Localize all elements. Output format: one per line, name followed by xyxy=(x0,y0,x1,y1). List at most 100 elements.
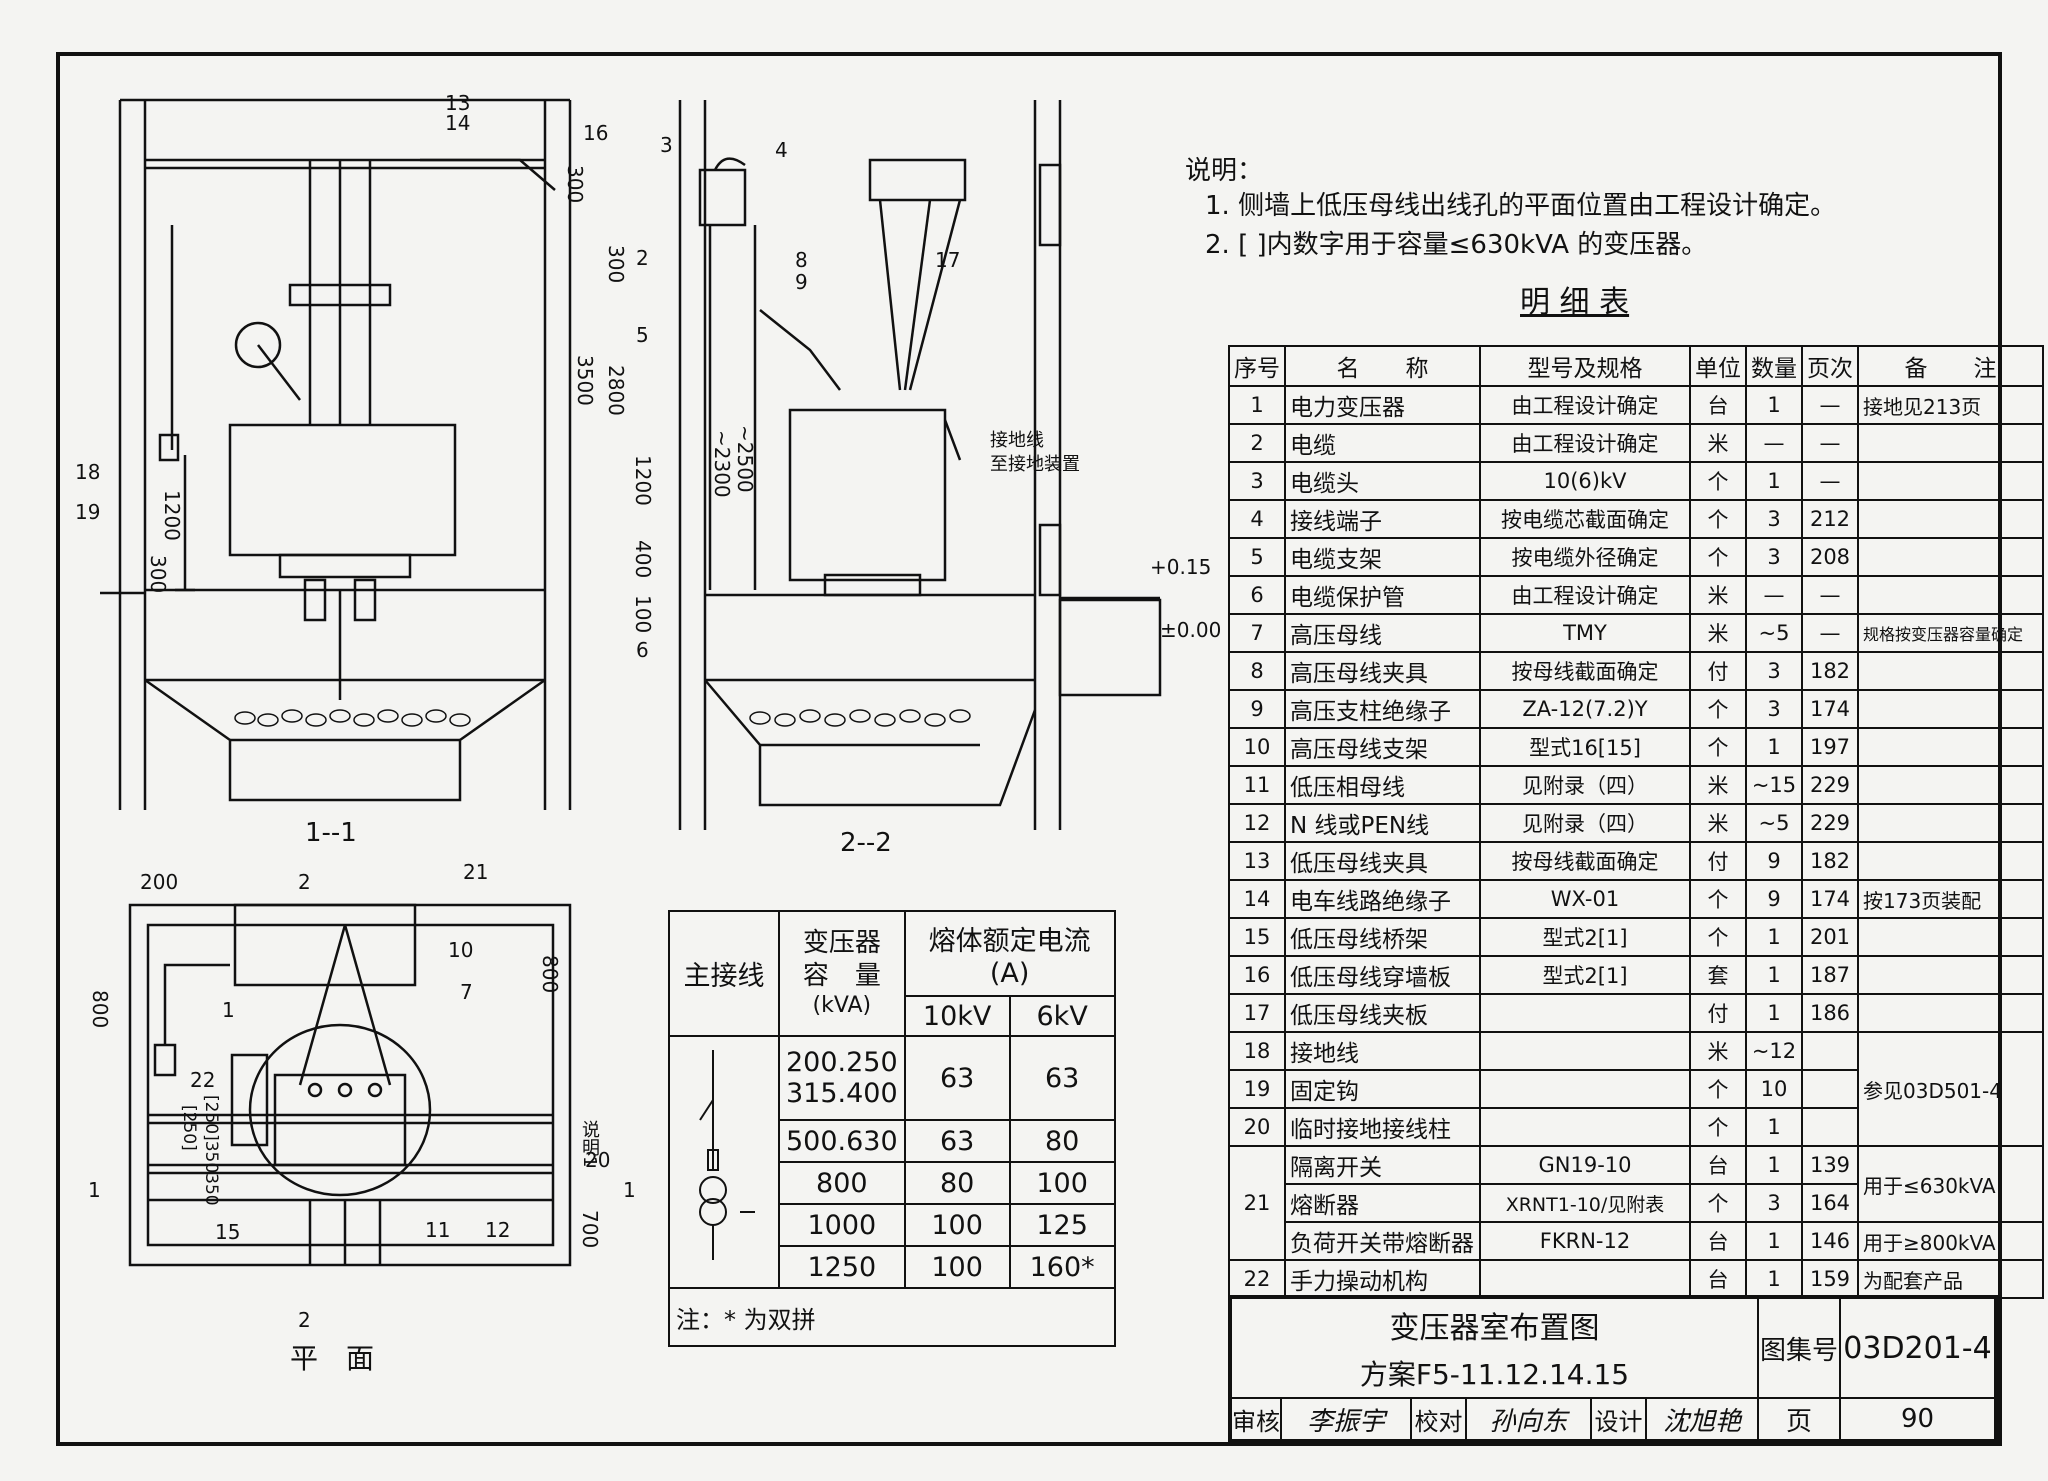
row-spec: GN19-10 xyxy=(1479,1145,1691,1185)
callout-s1-16: 16 xyxy=(583,121,609,145)
row-page: — xyxy=(1801,613,1859,653)
dim-s2-5: ~2300 xyxy=(710,430,734,498)
row-unit: 台 xyxy=(1689,1145,1747,1185)
callout-s2-17: 17 xyxy=(935,248,961,272)
callout-s1-19: 19 xyxy=(75,500,101,524)
row-unit: 个 xyxy=(1689,879,1747,919)
row-name: 电缆保护管 xyxy=(1284,575,1481,615)
fuse-header-6kv: 6kV xyxy=(1008,995,1116,1037)
row-qty: — xyxy=(1745,423,1803,463)
row-remark: 用于≤630kVA xyxy=(1857,1145,2044,1223)
row-name: 接线端子 xyxy=(1284,499,1481,539)
callout-s2-8: 8 xyxy=(795,248,808,272)
grounding-note-1: 接地线 xyxy=(990,430,1044,451)
dim-s2-0: 300 xyxy=(604,245,628,284)
row-qty: 3 xyxy=(1745,651,1803,691)
plan-drawing xyxy=(128,903,572,1267)
page-label: 页 xyxy=(1758,1398,1840,1440)
row-spec xyxy=(1479,993,1691,1033)
row-remark xyxy=(1857,575,2044,615)
atlas-number: 03D201-4 xyxy=(1840,1298,1995,1398)
row-spec: 由工程设计确定 xyxy=(1479,575,1691,615)
row-page xyxy=(1801,1069,1859,1109)
row-remark xyxy=(1857,537,2044,577)
row-name: 固定钩 xyxy=(1284,1069,1481,1109)
row-unit: 付 xyxy=(1689,993,1747,1033)
explain-label: 说明1 xyxy=(579,1120,600,1168)
row-remark: 规格按变压器容量确定 xyxy=(1857,613,2044,653)
callout-s2-2: 2 xyxy=(636,246,649,270)
row-index: 12 xyxy=(1228,803,1286,843)
fuse-capacity: 1250 xyxy=(778,1245,906,1289)
row-name: 低压母线夹板 xyxy=(1284,993,1481,1033)
row-page: 146 xyxy=(1801,1221,1859,1261)
row-unit: 米 xyxy=(1689,765,1747,805)
row-name: 低压母线穿墙板 xyxy=(1284,955,1481,995)
row-index: 4 xyxy=(1228,499,1286,539)
row-remark xyxy=(1857,917,2044,957)
fuse-10kv: 63 xyxy=(903,1119,1011,1163)
callout-plan-22: 22 xyxy=(190,1068,216,1092)
row-page: 182 xyxy=(1801,841,1859,881)
fuse-6kv: 80 xyxy=(1008,1119,1116,1163)
row-unit: 付 xyxy=(1689,841,1747,881)
header-remark: 备 注 xyxy=(1857,345,2044,387)
row-spec xyxy=(1479,1259,1691,1299)
row-spec xyxy=(1479,1107,1691,1147)
row-index: 11 xyxy=(1228,765,1286,805)
dim-s2-2: 1200 xyxy=(631,455,655,506)
row-spec: 按母线截面确定 xyxy=(1479,841,1691,881)
row-unit: 个 xyxy=(1689,917,1747,957)
row-unit: 套 xyxy=(1689,955,1747,995)
row-name: 电缆支架 xyxy=(1284,537,1481,577)
row-page: 164 xyxy=(1801,1183,1859,1223)
row-index: 2 xyxy=(1228,423,1286,463)
fuse-10kv: 100 xyxy=(903,1203,1011,1247)
level-plus-015: +0.15 xyxy=(1150,555,1212,579)
dim-s1-3: 300 xyxy=(146,555,170,594)
row-qty: 1 xyxy=(1745,727,1803,767)
row-remark xyxy=(1857,841,2044,881)
fuse-header-10kv: 10kV xyxy=(903,995,1011,1037)
fuse-schematic-cell xyxy=(668,1035,780,1289)
row-name: 电车线路绝缘子 xyxy=(1284,879,1481,919)
row-qty: 1 xyxy=(1745,955,1803,995)
dim-plan-3: [250] xyxy=(179,1105,199,1151)
note-1: 1. 侧墙上低压母线出线孔的平面位置由工程设计确定。 xyxy=(1205,191,1837,221)
row-spec: 见附录（四） xyxy=(1479,803,1691,843)
row-name: 临时接地接线柱 xyxy=(1284,1107,1481,1147)
row-qty: 3 xyxy=(1745,1183,1803,1223)
row-name: 高压母线 xyxy=(1284,613,1481,653)
row-unit: 付 xyxy=(1689,651,1747,691)
row-remark xyxy=(1857,689,2044,729)
row-page: 187 xyxy=(1801,955,1859,995)
row-index: 15 xyxy=(1228,917,1286,957)
grounding-note-2: 至接地装置 xyxy=(990,454,1080,475)
fuse-6kv: 160* xyxy=(1008,1245,1116,1289)
row-remark xyxy=(1857,651,2044,691)
row-qty: ~5 xyxy=(1745,803,1803,843)
row-qty: 1 xyxy=(1745,1259,1803,1299)
fuse-header-current: 熔体额定电流 (A) xyxy=(903,910,1116,997)
fuse-rating-table: 主接线 变压器 容 量 (kVA) 熔体额定电流 (A) 10kV 6kV 20… xyxy=(668,910,1116,1347)
row-name: 低压母线桥架 xyxy=(1284,917,1481,957)
title-block: 变压器室布置图 方案F5-11.12.14.15 图集号 03D201-4 审核… xyxy=(1228,1295,1998,1443)
dim-plan-1: 800 xyxy=(88,990,112,1029)
row-page: 139 xyxy=(1801,1145,1859,1185)
row-index: 18 xyxy=(1228,1031,1286,1071)
dim-s2-3: 400 xyxy=(631,540,655,579)
row-remark: 为配套产品 xyxy=(1857,1259,2044,1299)
